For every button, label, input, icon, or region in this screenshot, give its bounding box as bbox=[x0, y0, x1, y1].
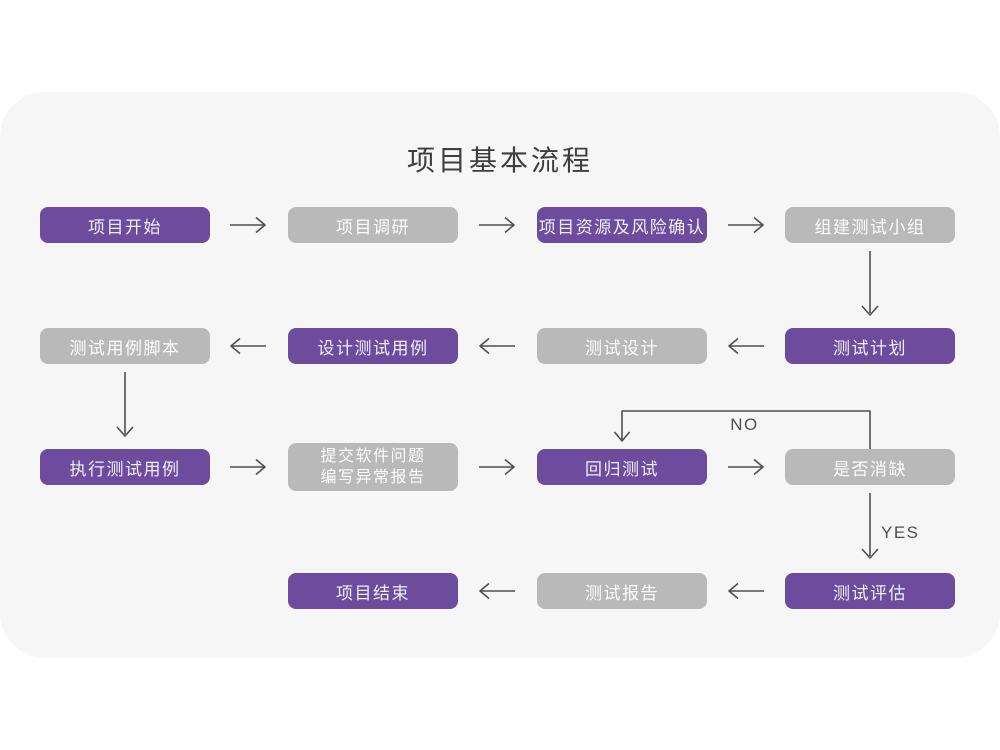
node-design-test-case: 设计测试用例 bbox=[288, 328, 458, 364]
node-build-test-team: 组建测试小组 bbox=[785, 207, 955, 243]
edge-label-no: NO bbox=[730, 415, 759, 434]
page-title: 项目基本流程 bbox=[406, 145, 593, 176]
node-test-evaluate: 测试评估 bbox=[785, 573, 955, 609]
node-submit-issue-report: 提交软件问题 编写异常报告 bbox=[288, 443, 458, 491]
node-line-2: 编写异常报告 bbox=[320, 469, 426, 486]
node-project-end: 项目结束 bbox=[288, 573, 458, 609]
node-project-research: 项目调研 bbox=[288, 207, 458, 243]
edge-label-yes: YES bbox=[881, 523, 920, 542]
node-resource-risk: 项目资源及风险确认 bbox=[537, 207, 707, 243]
node-regression-test: 回归测试 bbox=[537, 449, 707, 485]
node-project-start: 项目开始 bbox=[40, 207, 210, 243]
node-execute-test-case: 执行测试用例 bbox=[40, 449, 210, 485]
node-test-report: 测试报告 bbox=[537, 573, 707, 609]
node-defect-resolved: 是否消缺 bbox=[785, 449, 955, 485]
node-line-1: 提交软件问题 bbox=[320, 448, 426, 465]
flowchart-card-background bbox=[0, 92, 1000, 658]
node-test-plan: 测试计划 bbox=[785, 328, 955, 364]
node-test-design: 测试设计 bbox=[537, 328, 707, 364]
node-test-case-script: 测试用例脚本 bbox=[40, 328, 210, 364]
